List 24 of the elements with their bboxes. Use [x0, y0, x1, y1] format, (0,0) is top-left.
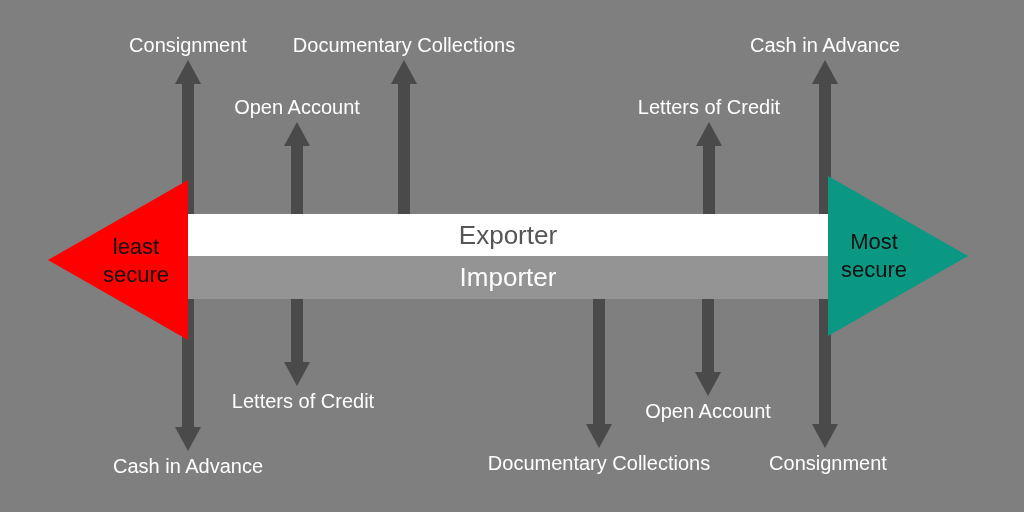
payment-method-label: Cash in Advance: [749, 32, 901, 58]
arrow: [812, 60, 838, 214]
payment-method-label: Consignment: [129, 32, 247, 58]
payment-method-label: Consignment: [769, 450, 887, 476]
least-secure-arrowhead: least secure: [48, 180, 188, 340]
arrow: [284, 299, 310, 386]
arrow: [812, 299, 838, 448]
exporter-band: Exporter: [188, 214, 828, 256]
arrow: [696, 122, 722, 214]
arrow: [391, 60, 417, 214]
payment-method-label: Open Account: [645, 398, 771, 424]
arrow: [175, 299, 201, 451]
most-secure-arrowhead: Most secure: [828, 176, 968, 336]
arrow: [695, 299, 721, 396]
payment-method-label: Letters of Credit: [231, 388, 375, 414]
arrow: [175, 60, 201, 214]
payment-method-label: Letters of Credit: [637, 94, 781, 120]
importer-band: Importer: [188, 256, 828, 299]
arrow: [586, 299, 612, 448]
payment-method-label: Cash in Advance: [112, 453, 264, 479]
arrow: [284, 122, 310, 214]
payment-method-label: Documentary Collections: [487, 450, 711, 476]
payment-method-label: Open Account: [234, 94, 360, 120]
payment-method-label: Documentary Collections: [292, 32, 516, 58]
